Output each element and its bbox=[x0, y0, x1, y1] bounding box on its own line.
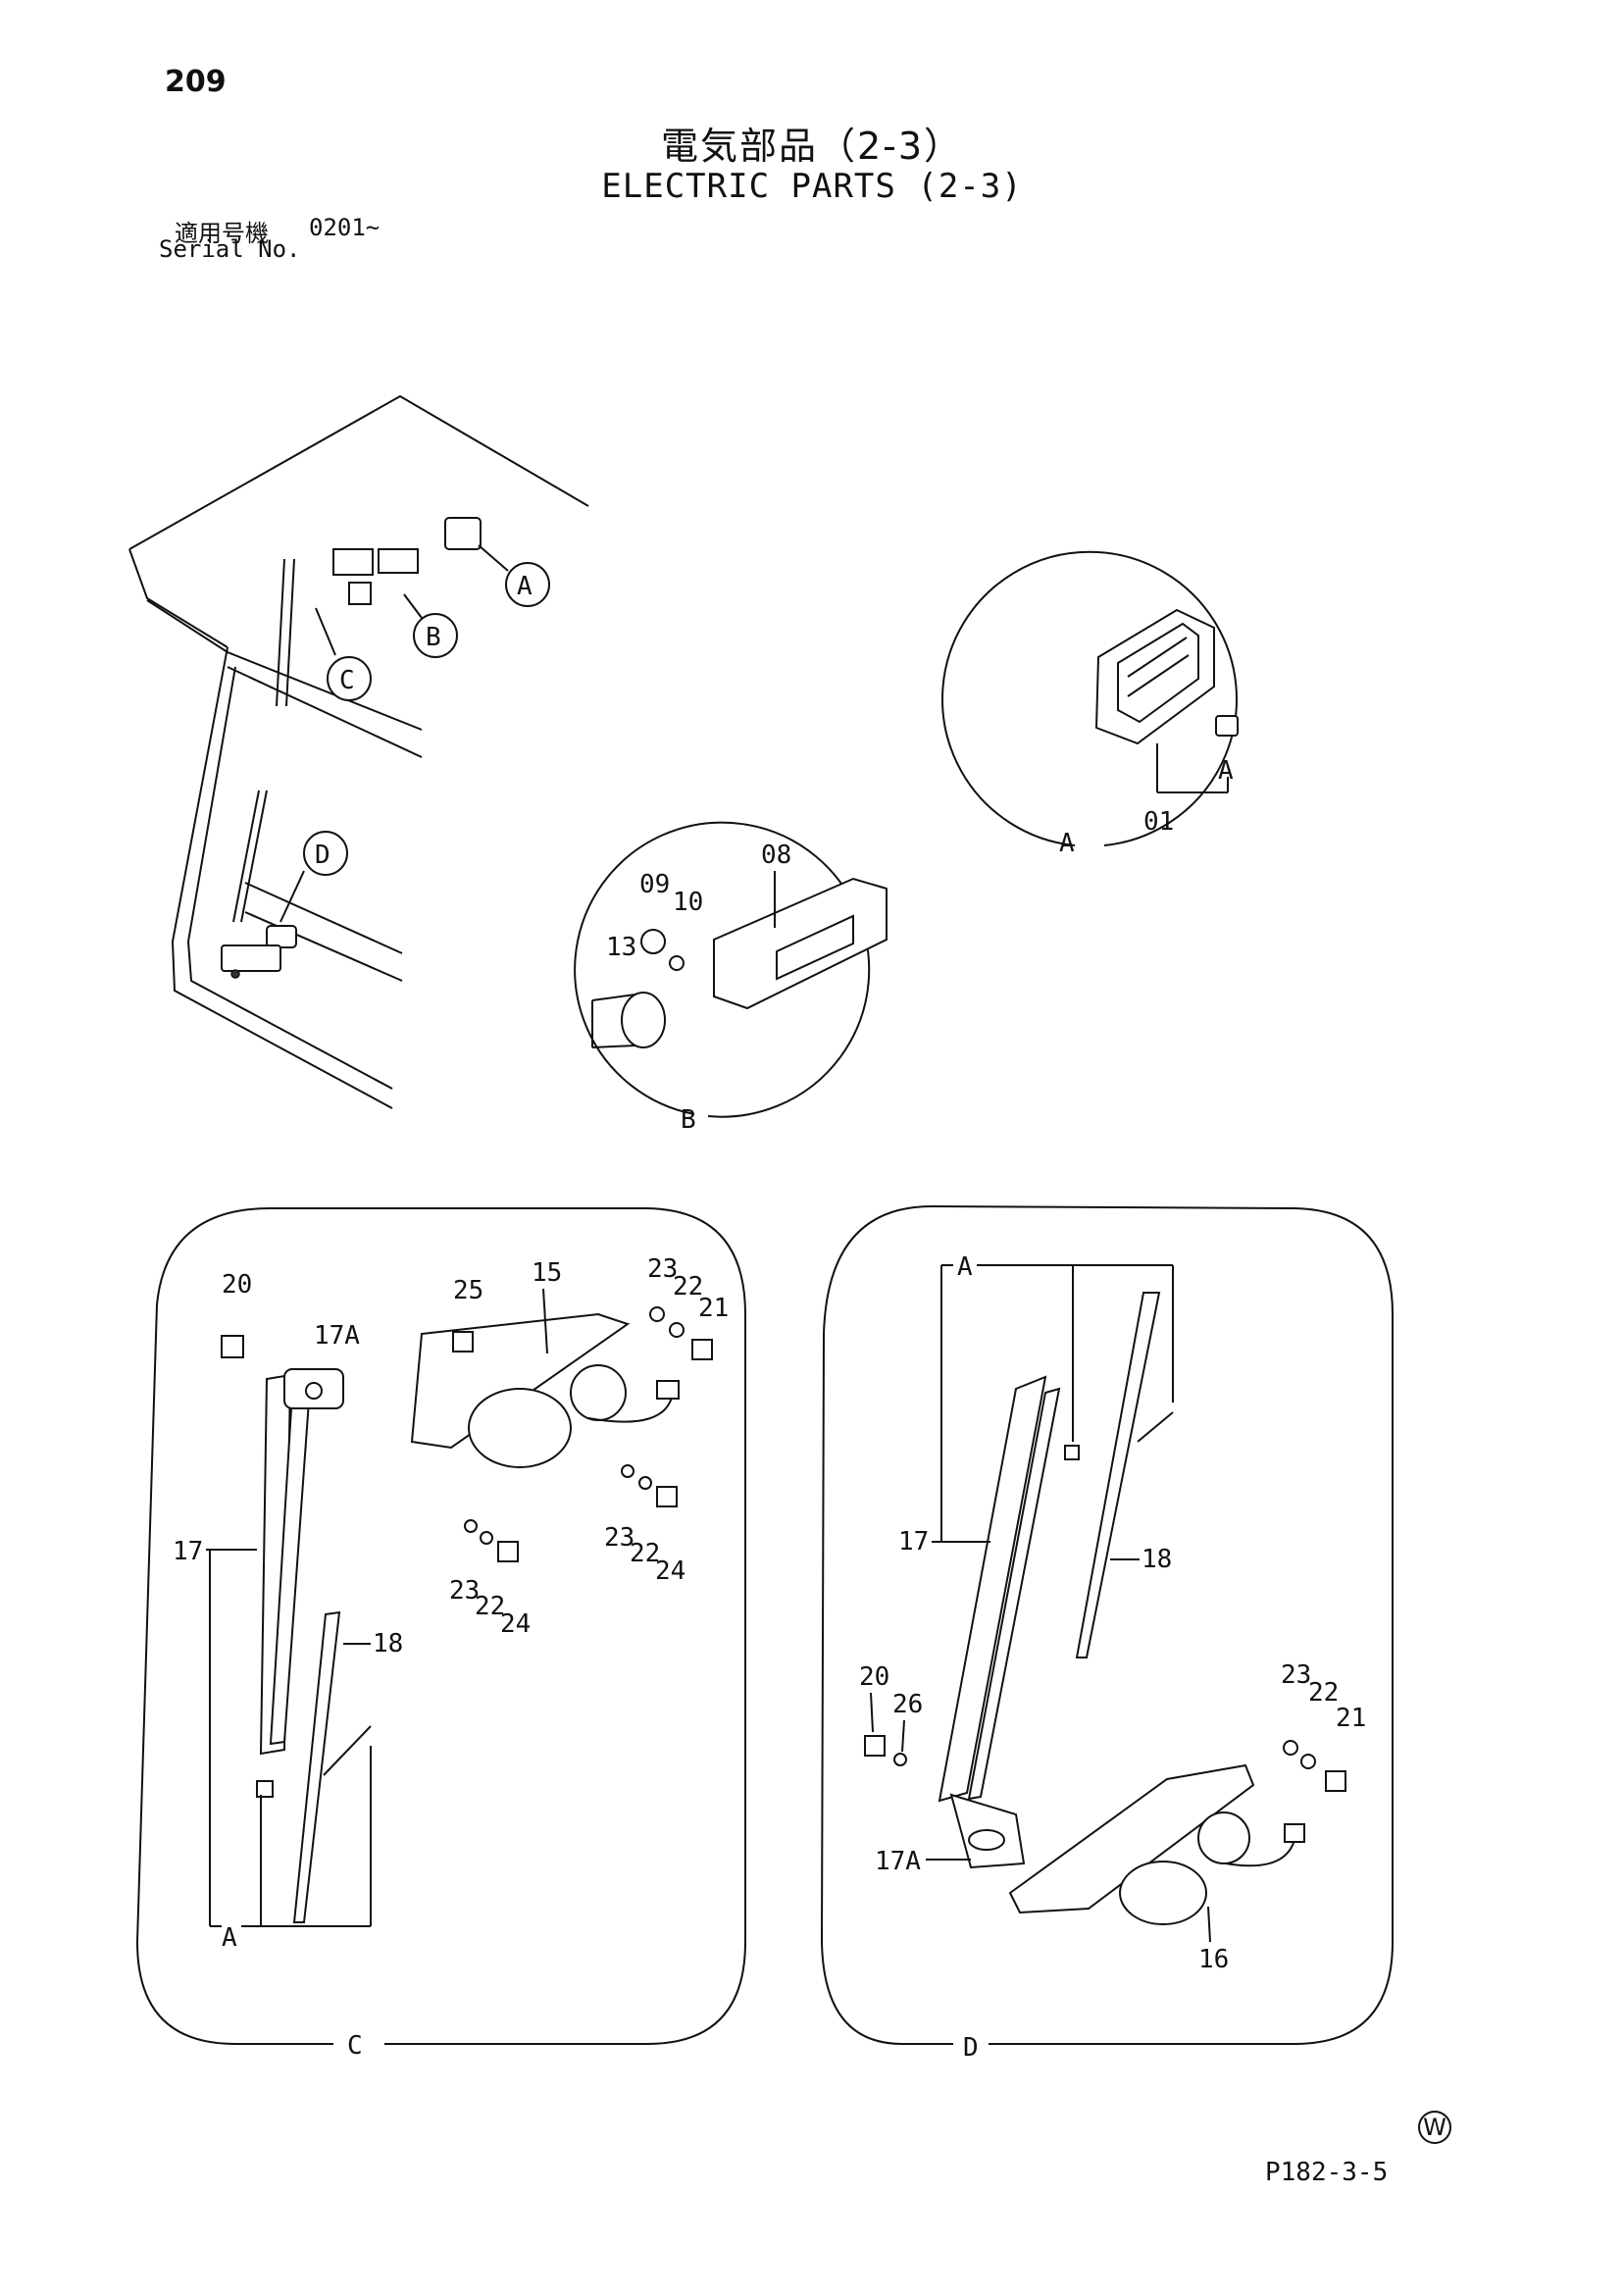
svg-text:24: 24 bbox=[655, 1556, 685, 1586]
serial-label-jp: 適用号機 bbox=[175, 220, 269, 247]
svg-text:21: 21 bbox=[698, 1294, 729, 1323]
svg-text:01: 01 bbox=[1143, 807, 1174, 837]
svg-text:17A: 17A bbox=[875, 1847, 921, 1876]
svg-text:C: C bbox=[347, 2031, 363, 2061]
svg-text:24: 24 bbox=[500, 1609, 531, 1639]
page-number: 209 bbox=[165, 65, 227, 99]
svg-text:B: B bbox=[681, 1105, 696, 1135]
svg-text:23: 23 bbox=[647, 1254, 678, 1284]
svg-text:23: 23 bbox=[1281, 1660, 1311, 1690]
detail-D: D A 17 18 20 26 23 bbox=[820, 1204, 1394, 2063]
svg-text:13: 13 bbox=[606, 933, 636, 962]
svg-text:18: 18 bbox=[373, 1629, 403, 1658]
svg-text:15: 15 bbox=[532, 1258, 562, 1288]
svg-text:25: 25 bbox=[453, 1276, 483, 1305]
svg-text:D: D bbox=[963, 2033, 979, 2063]
svg-text:18: 18 bbox=[1142, 1545, 1172, 1574]
watermark-w-icon: W bbox=[1418, 2111, 1451, 2144]
detail-A: A A 01 bbox=[941, 550, 1239, 858]
svg-text:08: 08 bbox=[761, 841, 791, 870]
svg-text:22: 22 bbox=[475, 1592, 505, 1621]
overview-cab: A B C D bbox=[128, 394, 589, 1109]
page-title-en: ELECTRIC PARTS (2-3) bbox=[601, 167, 1023, 206]
svg-text:21: 21 bbox=[1336, 1704, 1366, 1733]
svg-text:22: 22 bbox=[673, 1272, 703, 1301]
page-title-jp: 電気部品（2-3） bbox=[660, 125, 964, 168]
svg-text:16: 16 bbox=[1198, 1945, 1229, 1974]
detail-C: C 18 20 17A 25 15 23 2 bbox=[135, 1206, 746, 2061]
serial-label-en: Serial No. bbox=[159, 235, 301, 263]
svg-text:26: 26 bbox=[892, 1690, 923, 1719]
svg-text:A: A bbox=[1059, 829, 1075, 858]
svg-text:23: 23 bbox=[449, 1576, 480, 1606]
serial-value: 0201~ bbox=[309, 214, 381, 241]
svg-text:22: 22 bbox=[1308, 1678, 1339, 1708]
callout-B-overview: B bbox=[426, 623, 441, 652]
svg-text:A: A bbox=[222, 1923, 237, 1953]
detail-B: B 08 09 10 13 bbox=[574, 821, 888, 1135]
svg-text:20: 20 bbox=[222, 1270, 252, 1300]
footer-code: P182-3-5 bbox=[1265, 2158, 1389, 2187]
svg-text:17: 17 bbox=[173, 1537, 203, 1566]
svg-text:20: 20 bbox=[859, 1662, 889, 1692]
callout-D-overview: D bbox=[315, 841, 330, 870]
callout-A-overview: A bbox=[517, 572, 533, 601]
svg-text:23: 23 bbox=[604, 1523, 634, 1553]
svg-text:09: 09 bbox=[639, 870, 670, 899]
callout-C-overview: C bbox=[339, 666, 355, 695]
svg-text:22: 22 bbox=[630, 1539, 660, 1568]
svg-text:A: A bbox=[1218, 756, 1234, 786]
svg-text:17A: 17A bbox=[314, 1321, 360, 1351]
svg-text:A: A bbox=[957, 1252, 973, 1282]
svg-text:17: 17 bbox=[898, 1527, 929, 1556]
svg-text:10: 10 bbox=[673, 888, 703, 917]
